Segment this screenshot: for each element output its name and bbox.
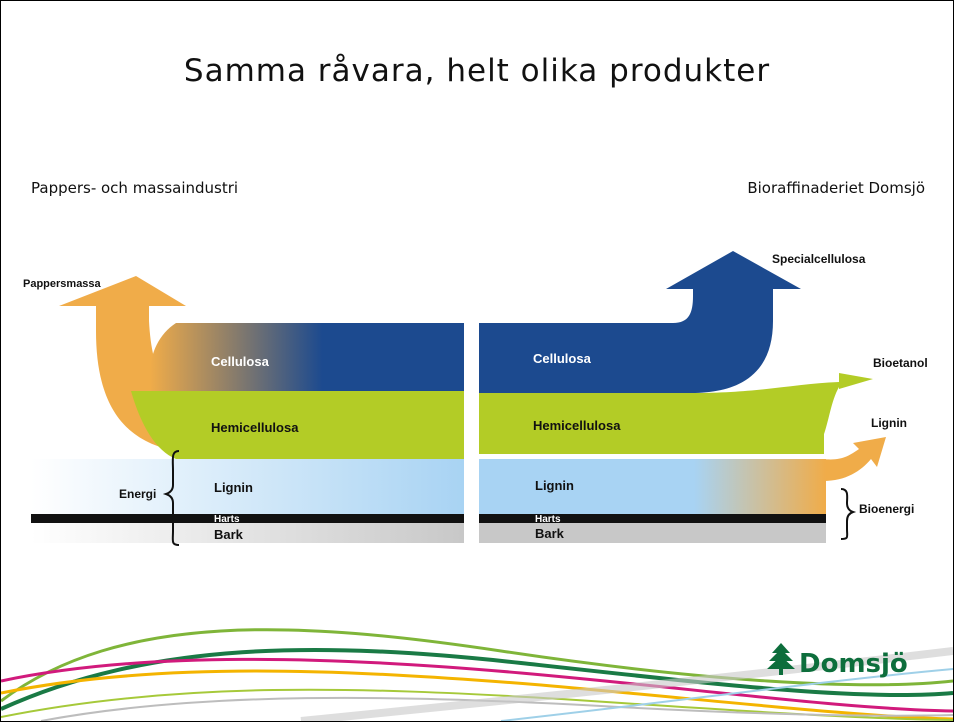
slide-title: Samma råvara, helt olika produkter [183,53,771,89]
decorative-swooshes [1,628,953,721]
right-lignin-label: Lignin [535,478,574,493]
right-flow: Specialcellulosa Bioetanol Lignin Bioene… [479,251,928,543]
logo-text: Domsjö [799,649,908,679]
left-harts-band [31,514,464,523]
tree-icon [767,643,795,675]
pappersmassa-label: Pappersmassa [23,278,102,290]
left-cellulosa-label: Cellulosa [211,354,270,369]
left-flow: Pappersmassa Cellulosa Hemicellulosa Lig… [23,276,464,546]
right-header: Bioraffinaderiet Domsjö [747,179,925,197]
energi-brace [162,450,180,546]
right-cellulosa-label: Cellulosa [533,351,592,366]
right-bark-band [479,523,826,543]
right-lignin-band [479,459,826,514]
right-hemicellulosa-fill [479,396,824,454]
right-hemicellulosa-label: Hemicellulosa [533,418,621,433]
left-bark-band [31,523,464,543]
energi-label: Energi [119,487,156,501]
domsjo-logo: Domsjö [767,643,908,679]
left-harts-label: Harts [214,514,240,525]
lignin-arrow [823,437,886,481]
right-harts-band [479,514,826,523]
right-harts-label: Harts [535,514,561,525]
left-bark-label: Bark [214,527,244,542]
left-header: Pappers- och massaindustri [31,179,239,197]
left-cellulosa-band [149,323,464,391]
left-lignin-label: Lignin [214,480,253,495]
left-hemicellulosa-band [131,391,464,459]
left-hemicellulosa-label: Hemicellulosa [211,420,299,435]
left-lignin-band [31,459,464,514]
right-cellulosa-band [479,251,801,393]
lignin-output-label: Lignin [871,416,907,430]
bioetanol-label: Bioetanol [873,356,928,370]
right-bark-label: Bark [535,526,565,541]
specialcellulosa-label: Specialcellulosa [772,252,866,266]
bioenergi-label: Bioenergi [859,502,914,516]
bioenergi-brace [840,488,857,540]
